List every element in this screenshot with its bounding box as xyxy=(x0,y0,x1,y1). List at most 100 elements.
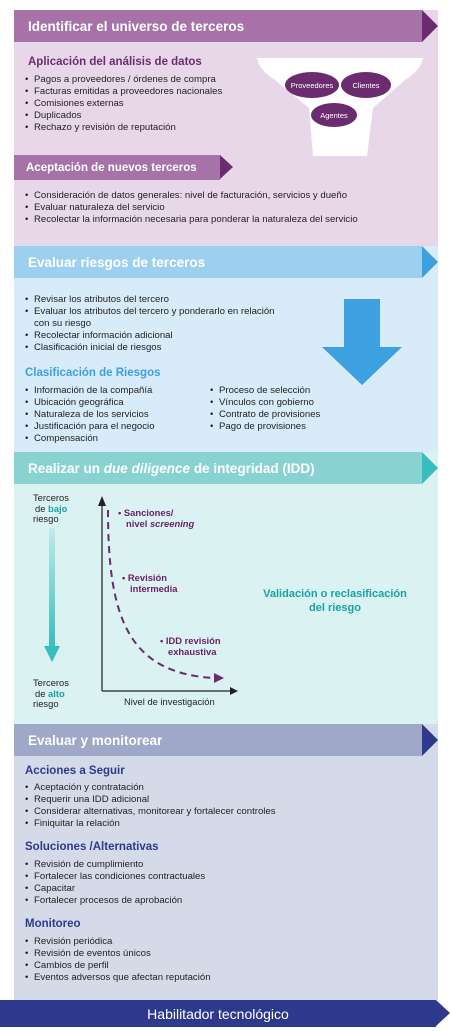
list-item: Finiquitar la relación xyxy=(25,818,276,830)
section-idd-title: Realizar un due diligence de integridad … xyxy=(28,461,315,476)
risk-scale-arrow-icon xyxy=(44,528,60,662)
label-text: riesgo xyxy=(33,513,59,524)
new-thirds-header: Aceptación de nuevos terceros xyxy=(14,155,220,180)
list-item-text: con su riesgo xyxy=(34,318,92,330)
footer-bar: Habilitador tecnológico xyxy=(0,1000,436,1027)
label-text: intermedia xyxy=(130,582,178,594)
label-text: exhaustiva xyxy=(168,645,217,657)
section-risk-title: Evaluar riesgos de terceros xyxy=(28,254,206,270)
list-item: Duplicados xyxy=(25,110,222,122)
list-item: Cambios de perfil xyxy=(25,960,211,972)
list-item: Revisar los atributos del tercero xyxy=(25,294,275,306)
label-text: nivel xyxy=(126,517,150,529)
title-part-italic: due diligence xyxy=(103,460,191,476)
validation-line: del riesgo xyxy=(309,602,361,614)
funnel-bubble-agentes xyxy=(311,103,357,127)
monitoring-list: Revisión periódica Revisión de eventos ú… xyxy=(25,936,211,984)
label-text: Revisión xyxy=(127,572,167,583)
data-analysis-list: Pagos a proveedores / órdenes de compra … xyxy=(25,74,222,135)
new-thirds-title: Aceptación de nuevos terceros xyxy=(26,161,197,174)
list-item: Evaluar los atributos del tercero y pond… xyxy=(25,306,275,330)
label-text: de xyxy=(35,502,49,514)
list-item: Eventos adversos que afectan reputación xyxy=(25,972,211,984)
list-item: Revisión de eventos únicos xyxy=(25,948,211,960)
footer-arrow-icon xyxy=(436,1000,450,1026)
list-item: Proceso de selección xyxy=(210,385,320,397)
list-item: Comisiones externas xyxy=(25,98,222,110)
list-item: Vínculos con gobierno xyxy=(210,397,320,409)
data-analysis-heading: Aplicación del análisis de datos xyxy=(28,56,202,68)
list-item: Facturas emitidas a proveedores nacional… xyxy=(25,86,222,98)
section-monitor-title: Evaluar y monitorear xyxy=(28,732,163,748)
label-text: riesgo xyxy=(33,698,59,709)
list-item: Aceptación y contratación xyxy=(25,782,276,794)
list-item: Compensación xyxy=(25,433,155,445)
label-text: Terceros xyxy=(33,677,69,688)
list-item: Justificación para el negocio xyxy=(25,421,155,433)
risk-curve xyxy=(107,509,215,679)
label-highlight: alto xyxy=(48,687,65,699)
funnel-bubble-clientes xyxy=(341,72,391,98)
investigation-curve xyxy=(98,496,238,695)
footer-label: Habilitador tecnológico xyxy=(147,1005,289,1022)
risk-classification-list-b: Proceso de selección Vínculos con gobier… xyxy=(210,385,320,433)
solutions-list: Revisión de cumplimiento Fortalecer las … xyxy=(25,859,205,907)
y-axis-arrow-icon xyxy=(98,496,106,506)
section-idd-arrow-icon xyxy=(422,452,438,484)
list-item: Rechazo y revisión de reputación xyxy=(25,122,222,134)
actions-heading: Acciones a Seguir xyxy=(25,765,125,777)
list-item: Requerir una IDD adicional xyxy=(25,794,276,806)
label-text: Terceros xyxy=(33,492,69,503)
high-risk-label: Terceros de alto riesgo xyxy=(33,677,69,710)
section-risk-arrow-icon xyxy=(422,246,438,278)
list-item: Fortalecer procesos de aprobación xyxy=(25,895,205,907)
list-item: Ubicación geográfica xyxy=(25,397,155,409)
new-thirds-list: Consideración de datos generales: nivel … xyxy=(25,190,358,226)
list-item: Recolectar información adicional xyxy=(25,330,275,342)
risk-attributes-list: Revisar los atributos del tercero Evalua… xyxy=(25,294,275,355)
label-text: Sanciones/ xyxy=(123,507,174,518)
list-item: Evaluar naturaleza del servicio xyxy=(25,202,358,214)
funnel-label-agentes: Agentes xyxy=(320,111,348,120)
list-item: Revisión periódica xyxy=(25,936,211,948)
validation-line: Validación o reclasificación xyxy=(263,588,407,600)
low-risk-label: Terceros de bajo riesgo xyxy=(33,492,69,525)
title-part: de integridad (IDD) xyxy=(190,460,315,476)
section-monitor-arrow-icon xyxy=(422,724,438,756)
point-intermediate-label: • Revisión intermedia xyxy=(122,572,178,594)
list-item: Fortalecer las condiciones contractuales xyxy=(25,871,205,883)
section-risk-header: Evaluar riesgos de terceros xyxy=(14,246,422,278)
list-item: Información de la compañía xyxy=(25,385,155,397)
third-party-funnel: Proveedores Clientes Agentes xyxy=(257,58,423,156)
list-item: Capacitar xyxy=(25,883,205,895)
section-identify-title: Identificar el universo de terceros xyxy=(28,18,245,34)
list-item: Considerar alternativas, monitorear y fo… xyxy=(25,806,276,818)
point-exhaustive-label: • IDD revisión exhaustiva xyxy=(160,635,221,657)
list-item: Consideración de datos generales: nivel … xyxy=(25,190,358,202)
risk-classification-list-a: Información de la compañía Ubicación geo… xyxy=(25,385,155,446)
list-item: Contrato de provisiones xyxy=(210,409,320,421)
risk-classification-heading: Clasificación de Riesgos xyxy=(25,367,161,379)
funnel-label-clientes: Clientes xyxy=(352,81,379,90)
label-text: IDD revisión xyxy=(165,635,221,646)
list-item: Clasificación inicial de riesgos xyxy=(25,342,275,354)
x-axis-label: Nivel de investigación xyxy=(124,696,215,707)
list-item: Recolectar la información necesaria para… xyxy=(25,214,358,226)
label-italic: screening xyxy=(149,517,195,529)
solutions-heading: Soluciones /Alternativas xyxy=(25,841,159,853)
section-idd-header: Realizar un due diligence de integridad … xyxy=(14,452,422,484)
actions-list: Aceptación y contratación Requerir una I… xyxy=(25,782,276,830)
list-item: Revisión de cumplimiento xyxy=(25,859,205,871)
section-identify-header: Identificar el universo de terceros xyxy=(14,10,422,42)
section-monitor-header: Evaluar y monitorear xyxy=(14,724,422,756)
validation-text: Validación o reclasificación del riesgo xyxy=(250,587,420,615)
funnel-label-proveedores: Proveedores xyxy=(291,81,334,90)
section-identify-arrow-icon xyxy=(422,10,438,42)
section-idd xyxy=(14,452,438,724)
x-axis-arrow-icon xyxy=(230,687,238,695)
list-item: Pago de provisiones xyxy=(210,421,320,433)
down-arrow-icon xyxy=(322,299,402,385)
list-item: Naturaleza de los servicios xyxy=(25,409,155,421)
new-thirds-arrow-icon xyxy=(220,155,233,179)
list-item-text: Evaluar los atributos del tercero y pond… xyxy=(34,306,275,318)
